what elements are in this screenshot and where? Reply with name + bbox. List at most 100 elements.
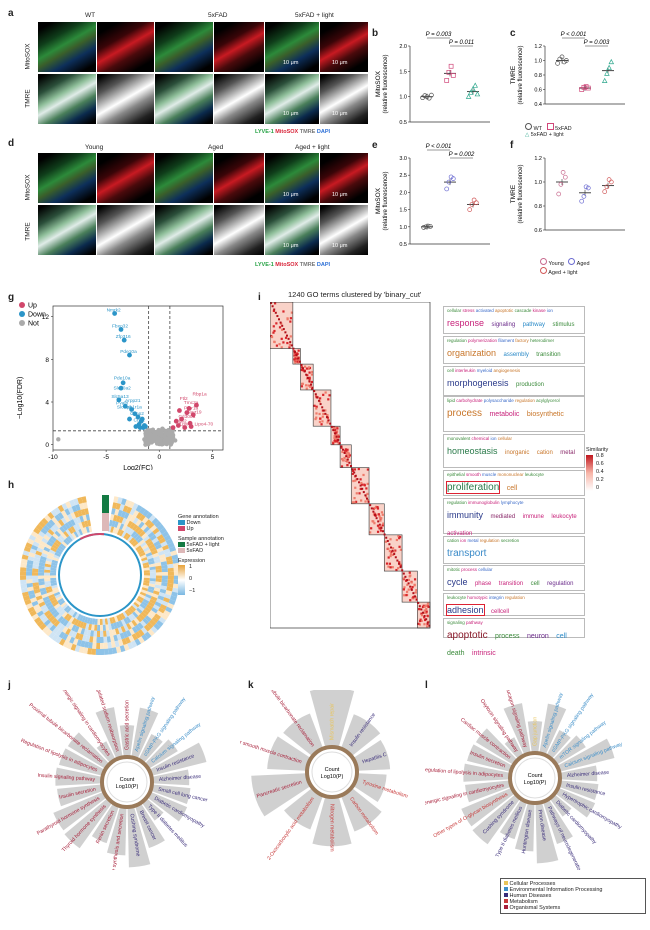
heatmap-cell	[143, 564, 150, 569]
channel-legend: LYVE-1 MitoSOX TMRE DAPI	[255, 129, 330, 135]
heatmap-cell	[59, 543, 67, 549]
heatmap-cell	[166, 559, 174, 565]
heatmap-cell	[159, 527, 167, 535]
legend-dapi: DAPI	[316, 129, 331, 135]
heatmap-cell	[112, 502, 118, 509]
heatmap-cell	[58, 638, 66, 646]
heatmap-cell	[55, 521, 62, 529]
heatmap-cell	[161, 613, 169, 621]
legend-label-aged-light: Aged + light	[548, 270, 578, 276]
heatmap-cell	[58, 631, 66, 639]
heatmap-cell	[133, 601, 140, 608]
heatmap-cell	[67, 520, 74, 528]
similarity-cell	[377, 526, 380, 529]
gene-label-up: Rbp1a	[193, 392, 207, 398]
heatmap-cell	[42, 524, 50, 532]
micrograph-red	[214, 153, 264, 203]
micrograph-merge	[155, 22, 213, 72]
diagonal-cell	[417, 601, 420, 604]
gene-annotation-ring-up	[79, 533, 105, 540]
sample-annotation-title: Sample annotation	[178, 536, 224, 542]
heatmap-cell	[50, 570, 57, 574]
heatmap-cell	[48, 593, 55, 599]
heatmap-cell	[151, 616, 159, 624]
heatmap-cell	[67, 527, 74, 535]
sim-tick: 0	[596, 485, 600, 491]
heatmap-cell	[143, 624, 151, 632]
heatmap-cell	[73, 524, 79, 532]
heatmap-cell	[82, 502, 88, 509]
cluster-border	[300, 363, 314, 391]
panel-letter-f: f	[510, 140, 514, 151]
heatmap-cell	[128, 621, 135, 629]
cloud-word-small: chemical	[471, 436, 491, 441]
term-bar	[353, 740, 391, 771]
heatmap-cell	[50, 509, 58, 517]
heatmap-cell	[135, 545, 142, 551]
heatmap-cell	[67, 506, 74, 514]
heatmap-cell	[68, 623, 74, 630]
heatmap-cell	[50, 577, 57, 581]
heatmap-cell	[53, 591, 61, 597]
similarity-cell	[423, 611, 426, 614]
heatmap-cell	[57, 615, 64, 623]
cloud-word: cell	[530, 581, 540, 587]
col-header-aged-light: Aged + light	[295, 144, 330, 151]
heatmap-cell	[64, 522, 71, 530]
heatmap-cell	[146, 621, 154, 629]
heatmap-cell	[172, 583, 180, 589]
heatmap-cell	[141, 601, 148, 607]
cloud-word: signaling	[491, 322, 516, 328]
legend-mitosox: MitoSOX	[275, 129, 299, 135]
heatmap-cell	[145, 552, 153, 558]
col-header-wt: WT	[85, 12, 96, 19]
p-value-label: P = 0.011	[449, 40, 474, 46]
heatmap-cell	[161, 600, 169, 607]
heatmap-cell	[142, 598, 150, 605]
similarity-cell	[425, 607, 428, 611]
data-point	[450, 176, 456, 181]
heatmap-cell	[124, 519, 130, 526]
heatmap-cell	[62, 640, 70, 648]
heatmap-cell	[151, 549, 158, 555]
heatmap-cell	[137, 636, 145, 644]
panel-letter-h: h	[8, 480, 15, 491]
heatmap-cell	[122, 611, 128, 618]
kegg-term-label: Gap junction	[532, 717, 538, 746]
similarity-cell	[281, 328, 284, 331]
cloud-word: response	[447, 318, 485, 328]
similarity-cell	[334, 428, 337, 432]
kegg-legend-met-label: Metabolism	[509, 899, 538, 905]
heatmap-cell	[125, 616, 132, 624]
heatmap-cell	[149, 575, 156, 579]
legend-tmre: TMRE	[299, 262, 316, 268]
heatmap-cell	[51, 559, 59, 564]
heatmap-cell	[165, 555, 173, 562]
similarity-cell	[318, 420, 322, 424]
heatmap-cell	[162, 544, 170, 551]
heatmap-cell	[63, 613, 70, 620]
heatmap-cell	[117, 497, 123, 505]
heatmap-cell	[169, 595, 177, 602]
heatmap-cell	[21, 554, 29, 560]
cloud-word-small: regulation	[505, 595, 525, 600]
similarity-cell	[343, 456, 346, 460]
heatmap-cell	[65, 635, 72, 643]
micrograph-merge	[155, 153, 213, 203]
term-bar	[53, 792, 107, 831]
micrograph-gray	[320, 205, 368, 255]
heatmap-cell	[148, 514, 156, 522]
similarity-cell	[273, 329, 276, 333]
similarity-cell	[398, 545, 401, 548]
similarity-cell	[377, 513, 381, 516]
heatmap-cell	[72, 611, 78, 618]
heatmap-cell	[68, 629, 75, 637]
heatmap-cell	[36, 610, 44, 617]
go-cluster-wordcloud: regulation polymerization filament facto…	[443, 336, 585, 375]
point-not-significant	[153, 436, 159, 441]
similarity-cell	[365, 487, 368, 490]
similarity-cell	[336, 427, 339, 430]
gene-label-up: Lpxn	[180, 421, 191, 427]
legend-marker-up	[19, 302, 25, 308]
